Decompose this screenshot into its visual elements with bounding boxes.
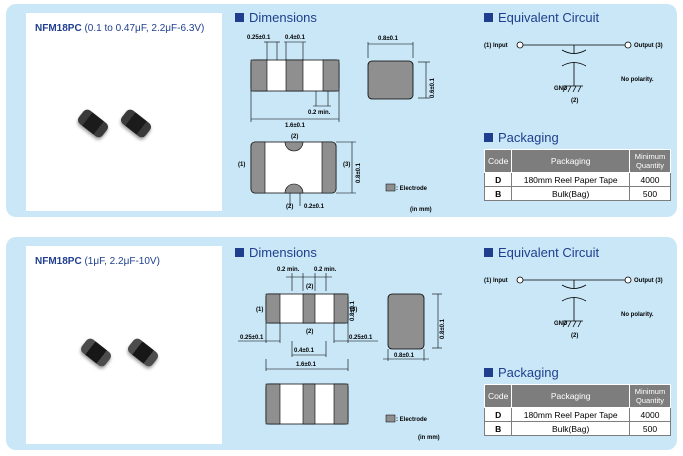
bullet-square-icon [484, 13, 493, 22]
bullet-square-icon [484, 133, 493, 142]
dim-end-right: 0.25±0.1 [349, 335, 373, 341]
table-row: D 180mm Reel Paper Tape 4000 [483, 407, 671, 422]
dim-length: 1.6±0.1 [285, 123, 306, 129]
table-row: B Bulk(Bag) 500 [483, 186, 671, 201]
dim-bottom-gap: 0.2±0.1 [304, 204, 325, 210]
dim-min-left: 0.2 min. [277, 267, 300, 273]
terminal-label-2-bottom: (2) [286, 204, 293, 210]
equivalent-circuit-diagram: (1) Input Output (3) GND (2) No polarity… [484, 276, 663, 339]
bullet-square-icon [484, 248, 493, 257]
header-code: Code [483, 384, 513, 408]
output-label: Output (3) [634, 43, 663, 49]
polarity-note: No polarity. [621, 77, 654, 83]
component-side-view [367, 60, 414, 100]
chip-image [75, 107, 111, 140]
dim-min-gap: 0.2 min. [308, 110, 331, 116]
chip-image [125, 336, 161, 369]
product-photo-1: NFM18PC (0.1 to 0.47μF, 2.2μF-6.3V) [26, 13, 222, 211]
product-title: NFM18PC (0.1 to 0.47μF, 2.2μF-6.3V) [35, 23, 204, 34]
header-packaging: Packaging [511, 149, 630, 173]
product-name: NFM18PC [35, 23, 82, 34]
product-photo-2: NFM18PC (1μF, 2.2μF-10V) [26, 246, 222, 444]
dimensions-drawing: 0.2 min. 0.2 min. (2) (2) (1) (3) 0.8±0.… [238, 267, 446, 441]
input-label: (1) Input [484, 278, 508, 284]
table-row: B Bulk(Bag) 500 [483, 421, 671, 436]
input-label: (1) Input [484, 43, 508, 49]
unit-label: (in mm) [410, 207, 432, 213]
table-header-row: Code Packaging Minimum Quantity [483, 149, 671, 173]
product-title: NFM18PC (1μF, 2.2μF-10V) [35, 256, 160, 267]
product-panel-2: NFM18PC (1μF, 2.2μF-10V) Dimensions [6, 237, 677, 450]
product-spec: (1μF, 2.2μF-10V) [84, 256, 160, 267]
dim-side-height: 0.6±0.1 [430, 77, 436, 98]
product-panel-1: NFM18PC (0.1 to 0.47μF, 2.2μF-6.3V) Dime… [6, 4, 677, 217]
terminal-label-1: (1) [256, 307, 263, 313]
gnd-label: GND [554, 86, 568, 92]
output-label: Output (3) [634, 278, 663, 284]
packaging-heading: Packaging [484, 130, 559, 145]
electrode-legend: : Electrode [396, 417, 428, 423]
dim-height: 0.8±0.1 [350, 300, 356, 321]
bullet-square-icon [484, 368, 493, 377]
bullet-square-icon [235, 13, 244, 22]
product-spec: (0.1 to 0.47μF, 2.2μF-6.3V) [84, 23, 205, 34]
packaging-heading: Packaging [484, 365, 559, 380]
dim-end-width: 0.25±0.1 [247, 35, 271, 41]
dim-bottom-height: 0.8±0.1 [356, 162, 362, 183]
dimensions-heading: Dimensions [235, 245, 317, 260]
packaging-table: Code Packaging Minimum Quantity D 180mm … [483, 384, 671, 436]
packaging-table: Code Packaging Minimum Quantity D 180mm … [483, 149, 671, 201]
dim-side-width: 0.8±0.1 [394, 353, 415, 359]
terminal-label-2-top: (2) [291, 134, 298, 140]
header-min-qty: Minimum Quantity [629, 384, 671, 408]
gnd-number: (2) [571, 333, 578, 339]
terminal-label-3: (3) [350, 307, 357, 313]
terminal-label-2-top: (2) [306, 284, 313, 290]
dim-side-width: 0.8±0.1 [378, 36, 399, 42]
dim-end-left: 0.25±0.1 [240, 335, 264, 341]
gnd-number: (2) [571, 98, 578, 104]
dimensions-heading: Dimensions [235, 10, 317, 25]
polarity-note: No polarity. [621, 312, 654, 318]
terminal-label-3: (3) [343, 162, 350, 168]
header-packaging: Packaging [511, 384, 630, 408]
equivalent-circuit-diagram: (1) Input Output (3) GND (2) No polarity… [484, 41, 663, 104]
component-side-view [387, 293, 425, 350]
chip-image [78, 336, 114, 369]
dim-gap: 0.4±0.1 [285, 35, 306, 41]
equivalent-circuit-heading: Equivalent Circuit [484, 10, 599, 25]
header-code: Code [483, 149, 513, 173]
bullet-square-icon [235, 248, 244, 257]
dim-gap: 0.4±0.1 [294, 348, 315, 354]
electrode-legend: : Electrode [396, 186, 428, 192]
product-name: NFM18PC [35, 256, 82, 267]
gnd-label: GND [554, 321, 568, 327]
chip-image [118, 107, 154, 140]
dim-length: 1.6±0.1 [296, 362, 317, 368]
unit-label: (in mm) [418, 435, 440, 441]
table-header-row: Code Packaging Minimum Quantity [483, 384, 671, 408]
terminal-label-1: (1) [238, 162, 245, 168]
dim-side-height: 0.8±0.1 [440, 318, 446, 339]
equivalent-circuit-heading: Equivalent Circuit [484, 245, 599, 260]
table-row: D 180mm Reel Paper Tape 4000 [483, 172, 671, 187]
terminal-label-2-bottom: (2) [306, 329, 313, 335]
dim-min-right: 0.2 min. [314, 267, 337, 273]
header-min-qty: Minimum Quantity [629, 149, 671, 173]
dimensions-drawing: 0.25±0.1 0.4±0.1 0.2 min. 1.6±0.1 0.8±0.… [238, 35, 436, 213]
